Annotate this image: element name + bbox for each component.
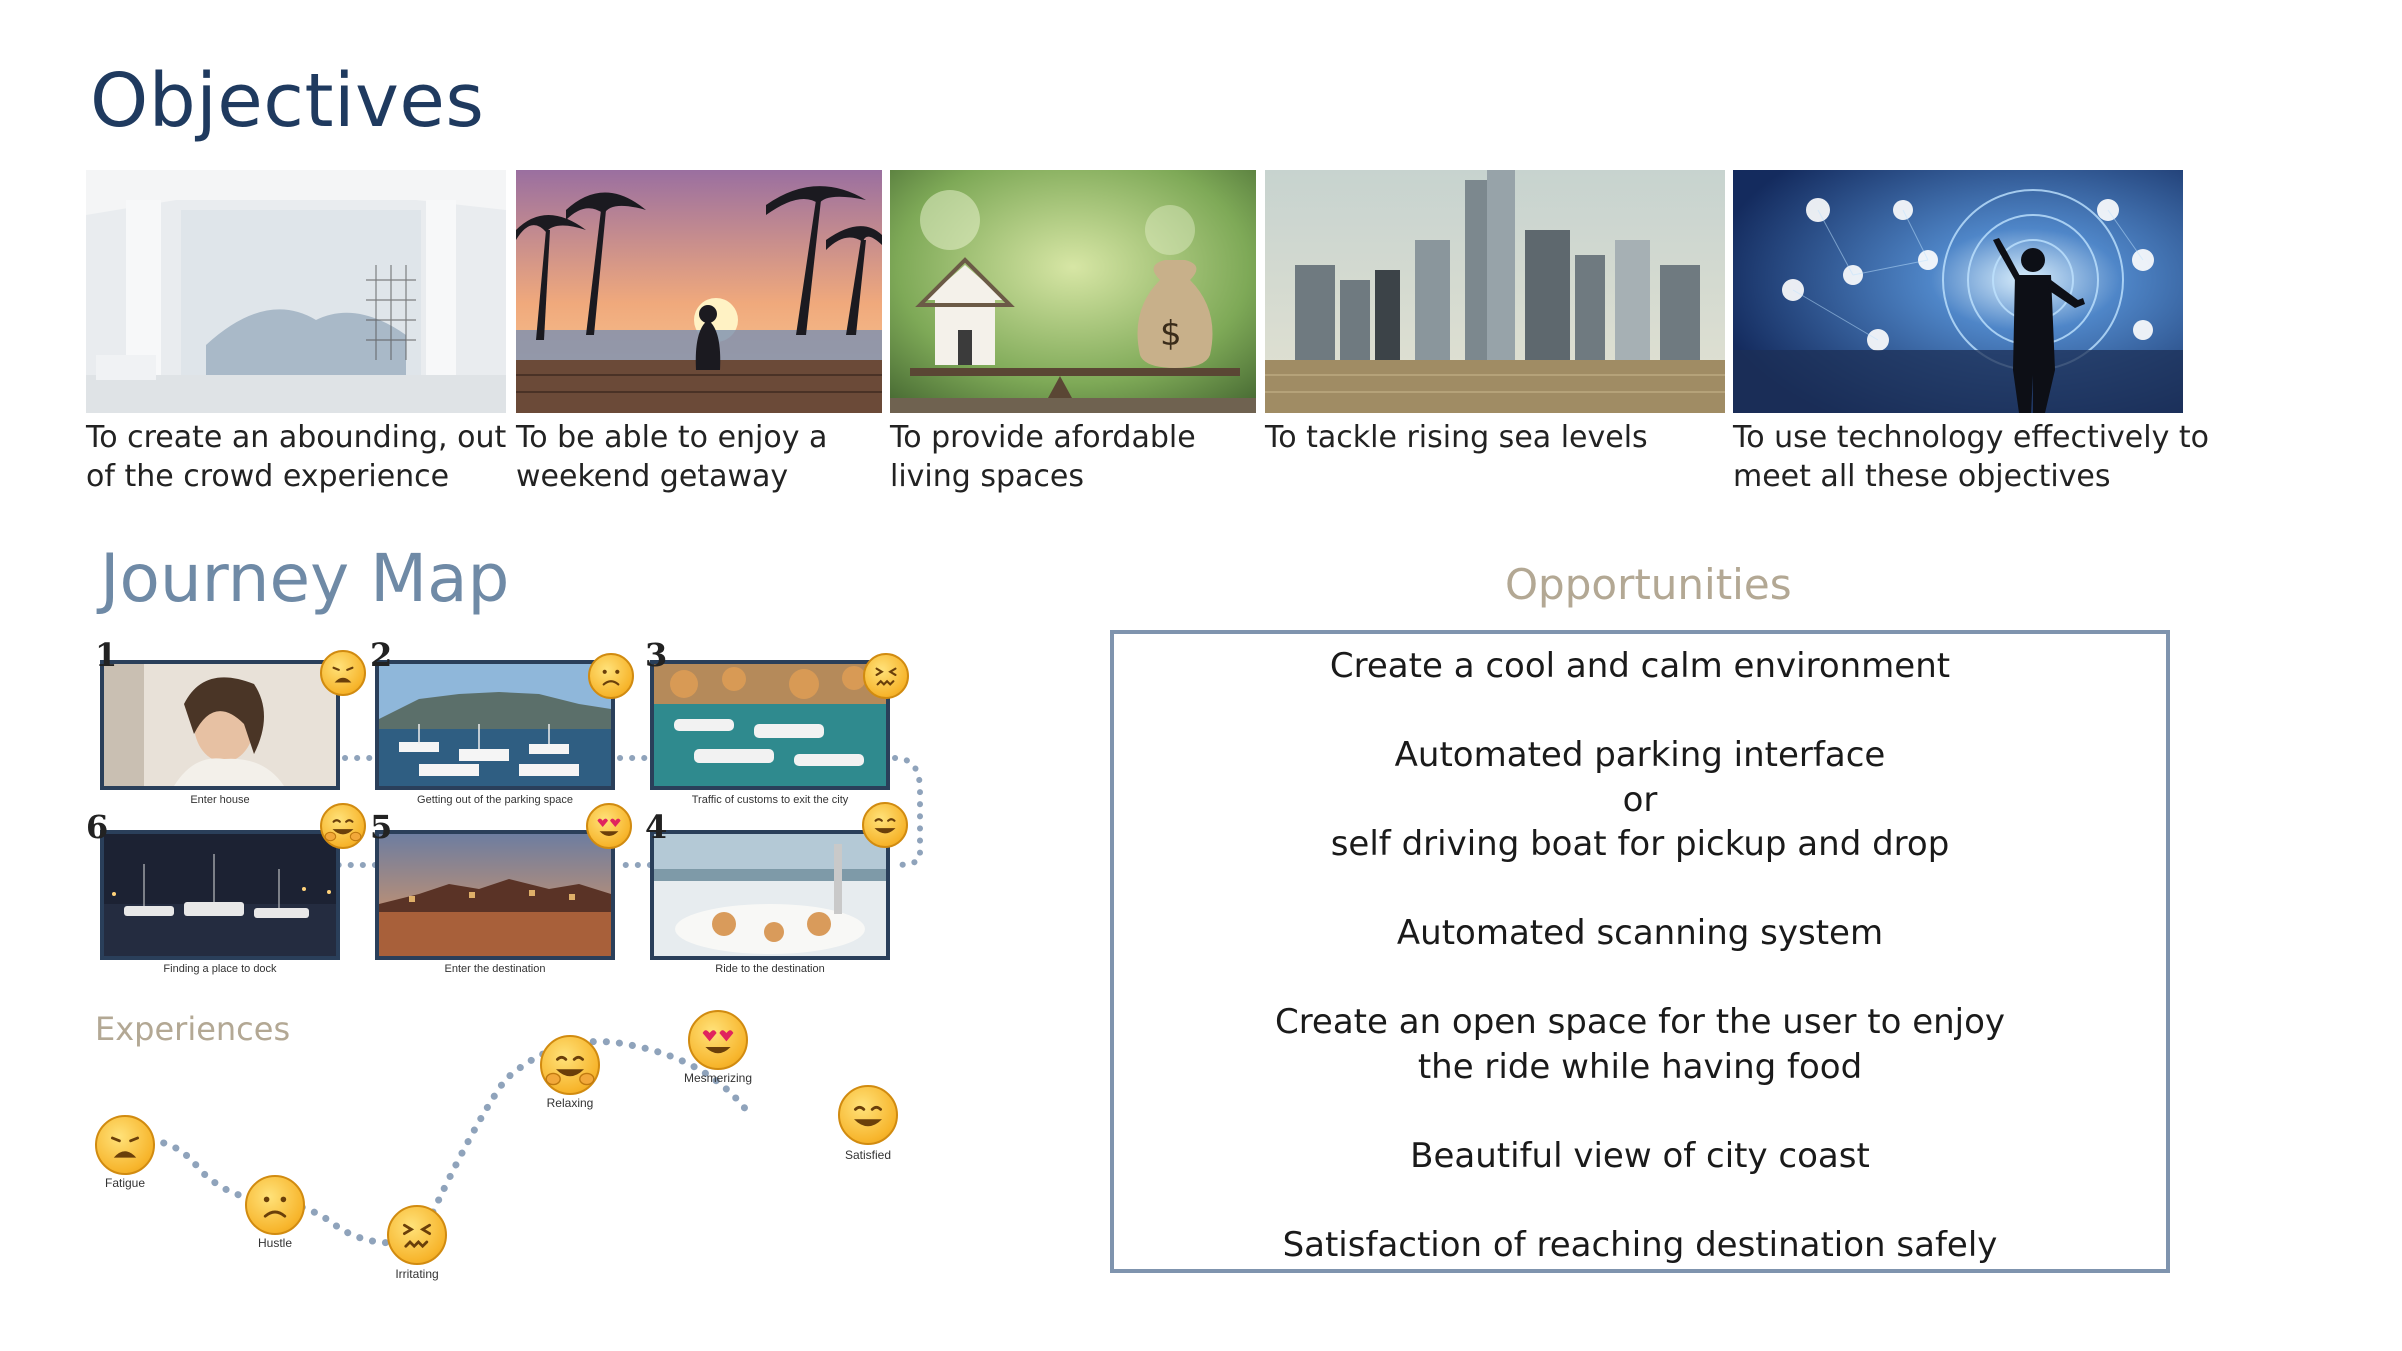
opportunity-item: self driving boat for pickup and drop bbox=[1330, 824, 1950, 864]
opportunity-item: Automated parking interface bbox=[1394, 735, 1886, 775]
confounded-face-icon bbox=[863, 653, 909, 699]
frowning-face-icon bbox=[245, 1175, 305, 1235]
svg-text:$: $ bbox=[1160, 314, 1182, 354]
grinning-face-icon bbox=[838, 1085, 898, 1145]
heart-eyes-face-icon bbox=[586, 803, 632, 849]
heart-eyes-face-face-drawing bbox=[702, 1030, 734, 1054]
experience-label: Satisfied bbox=[844, 1148, 892, 1162]
journey-map-title: Journey Map bbox=[100, 540, 510, 617]
experience-label: Hustle bbox=[257, 1236, 292, 1250]
tired-face-icon bbox=[95, 1115, 155, 1175]
journey-step-caption: Finding a place to dock bbox=[163, 963, 277, 975]
journey-step-caption: Ride to the destination bbox=[715, 963, 825, 975]
experiences-curve bbox=[121, 1038, 754, 1247]
journey-step-number: 1 bbox=[95, 636, 118, 674]
objective-image-technology bbox=[1733, 170, 2183, 413]
objective-image-sunset bbox=[516, 170, 882, 413]
journey-tile-5 bbox=[375, 830, 615, 960]
heart-eyes-face-face-drawing bbox=[597, 818, 621, 836]
tired-face-face-drawing bbox=[332, 666, 354, 683]
confounded-face-icon bbox=[387, 1205, 447, 1265]
opportunity-item: Create a cool and calm environment bbox=[1329, 646, 1951, 686]
opportunities-box: Create a cool and calm environment Autom… bbox=[1110, 630, 2170, 1273]
opportunity-item: Beautiful view of city coast bbox=[1410, 1135, 1870, 1176]
grinning-face-face-drawing bbox=[854, 1105, 882, 1127]
frowning-face-face-drawing bbox=[263, 1196, 287, 1218]
journey-step-number: 3 bbox=[645, 636, 668, 674]
hugging-face-face-drawing bbox=[324, 819, 362, 842]
frowning-face-icon bbox=[588, 653, 634, 699]
journey-step-number: 6 bbox=[86, 808, 109, 846]
journey-step-number: 2 bbox=[370, 636, 393, 674]
confounded-face-face-drawing bbox=[875, 667, 897, 686]
experience-label: Relaxing bbox=[546, 1096, 594, 1110]
experience-label: Irritating bbox=[395, 1267, 439, 1281]
objective-caption-4: To tackle rising sea levels bbox=[1265, 420, 1648, 455]
objective-image-interior bbox=[86, 170, 506, 413]
journey-step-caption: Getting out of the parking space bbox=[417, 794, 573, 806]
frowning-face-face-drawing bbox=[602, 669, 620, 686]
heart-eyes-face-icon bbox=[688, 1010, 748, 1070]
journey-step-number: 4 bbox=[645, 808, 668, 846]
journey-step-caption: Traffic of customs to exit the city bbox=[691, 794, 849, 806]
opportunities-list: Create a cool and calm environment Autom… bbox=[1114, 644, 2166, 1267]
experience-label: Fatigue bbox=[104, 1176, 146, 1190]
hugging-face-icon bbox=[320, 803, 366, 849]
grinning-face-icon bbox=[862, 802, 908, 848]
objective-image-affordable: $ bbox=[890, 170, 1256, 413]
journey-step-caption: Enter house bbox=[190, 794, 250, 806]
journey-tile-1 bbox=[100, 660, 340, 790]
objectives-title: Objectives bbox=[90, 58, 485, 144]
tired-face-icon bbox=[320, 650, 366, 696]
grinning-face-face-drawing bbox=[874, 818, 896, 834]
journey-tile-6 bbox=[100, 830, 340, 960]
objective-image-flooded-city bbox=[1265, 170, 1725, 413]
experiences-title: Experiences bbox=[95, 1010, 291, 1048]
experience-label: Mesmerizing bbox=[683, 1071, 752, 1085]
journey-tile-4 bbox=[650, 830, 890, 960]
opportunity-item: Satisfaction of reaching destination saf… bbox=[1282, 1224, 1998, 1265]
journey-tile-2 bbox=[375, 660, 615, 790]
hugging-face-icon bbox=[540, 1035, 600, 1095]
opportunities-title: Opportunities bbox=[1505, 560, 1792, 609]
hugging-face-face-drawing bbox=[545, 1055, 595, 1086]
opportunity-item: the ride while having food bbox=[1417, 1046, 1863, 1087]
tired-face-face-drawing bbox=[111, 1136, 139, 1158]
journey-step-caption: Enter the destination bbox=[444, 963, 546, 975]
opportunity-item: Automated scanning system bbox=[1396, 913, 1884, 953]
confounded-face-face-drawing bbox=[403, 1223, 431, 1249]
opportunity-item: Create an open space for the user to enj… bbox=[1274, 1002, 2006, 1042]
journey-step-number: 5 bbox=[370, 808, 393, 846]
journey-tile-3 bbox=[650, 660, 890, 790]
opportunity-item: or bbox=[1622, 779, 1658, 820]
